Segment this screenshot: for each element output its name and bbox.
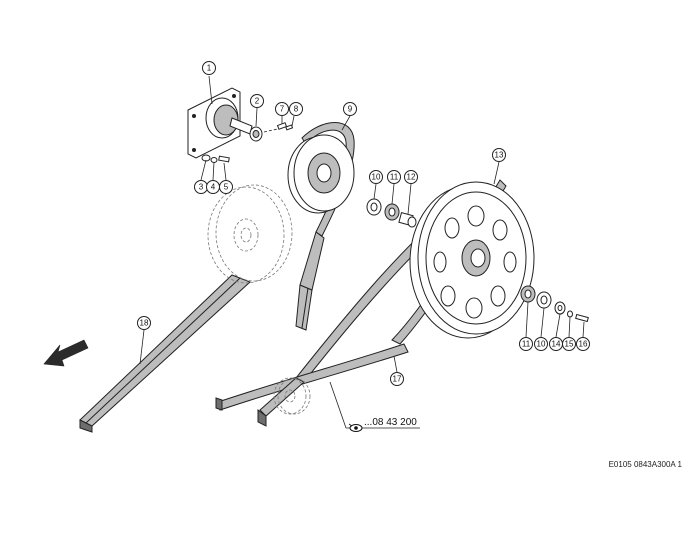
callout-label: 1 xyxy=(207,64,212,73)
callout-2: 2 xyxy=(250,94,264,108)
callout-label: 16 xyxy=(579,340,588,349)
callout-10b: 10 xyxy=(534,337,548,351)
callout-10a: 10 xyxy=(369,170,383,184)
callout-3: 3 xyxy=(194,180,208,194)
large-pulley-13 xyxy=(409,181,535,339)
callout-label: 3 xyxy=(199,183,204,192)
callout-17: 17 xyxy=(390,372,404,386)
bushing-set-upper xyxy=(366,198,417,228)
document-id: E0105 0843A300A 1 xyxy=(608,460,682,469)
callout-11b: 11 xyxy=(519,337,533,351)
callout-label: 5 xyxy=(224,183,229,192)
callout-label: 7 xyxy=(280,105,285,114)
reference-note-text: ...08 43 200 xyxy=(364,417,417,428)
callout-label: 10 xyxy=(537,340,546,349)
callout-label: 17 xyxy=(393,375,402,384)
callout-15: 15 xyxy=(562,337,576,351)
ghost-pulley-left xyxy=(207,184,293,284)
callout-label: 11 xyxy=(390,173,399,182)
callout-label: 12 xyxy=(407,173,416,182)
callout-label: 10 xyxy=(372,173,381,182)
arrow-icon xyxy=(43,339,89,367)
callout-12: 12 xyxy=(404,170,418,184)
callout-label: 11 xyxy=(522,340,531,349)
small-hardware xyxy=(201,122,294,163)
callout-7: 7 xyxy=(275,102,289,116)
callout-13: 13 xyxy=(492,148,506,162)
callout-18: 18 xyxy=(137,316,151,330)
callout-1: 1 xyxy=(202,61,216,75)
small-pulley xyxy=(287,134,355,214)
callout-label: 13 xyxy=(495,151,504,160)
callout-label: 4 xyxy=(211,183,216,192)
motor-mount-1 xyxy=(187,87,253,159)
callout-label: 8 xyxy=(294,105,299,114)
callout-11a: 11 xyxy=(387,170,401,184)
hardware-set-lower xyxy=(520,285,589,323)
callout-label: 9 xyxy=(348,105,353,114)
callout-9: 9 xyxy=(343,102,357,116)
callout-label: 18 xyxy=(140,319,149,328)
callout-14: 14 xyxy=(549,337,563,351)
ghost-pulley-lower xyxy=(273,377,311,415)
callout-label: 15 xyxy=(565,340,574,349)
callout-label: 14 xyxy=(552,340,561,349)
callout-8: 8 xyxy=(289,102,303,116)
reference-note: ...08 43 200 xyxy=(346,417,420,432)
callout-4: 4 xyxy=(206,180,220,194)
callout-label: 2 xyxy=(255,97,260,106)
callout-5: 5 xyxy=(219,180,233,194)
leader-lines xyxy=(139,75,585,429)
eye-icon xyxy=(348,423,363,432)
callout-16: 16 xyxy=(576,337,590,351)
